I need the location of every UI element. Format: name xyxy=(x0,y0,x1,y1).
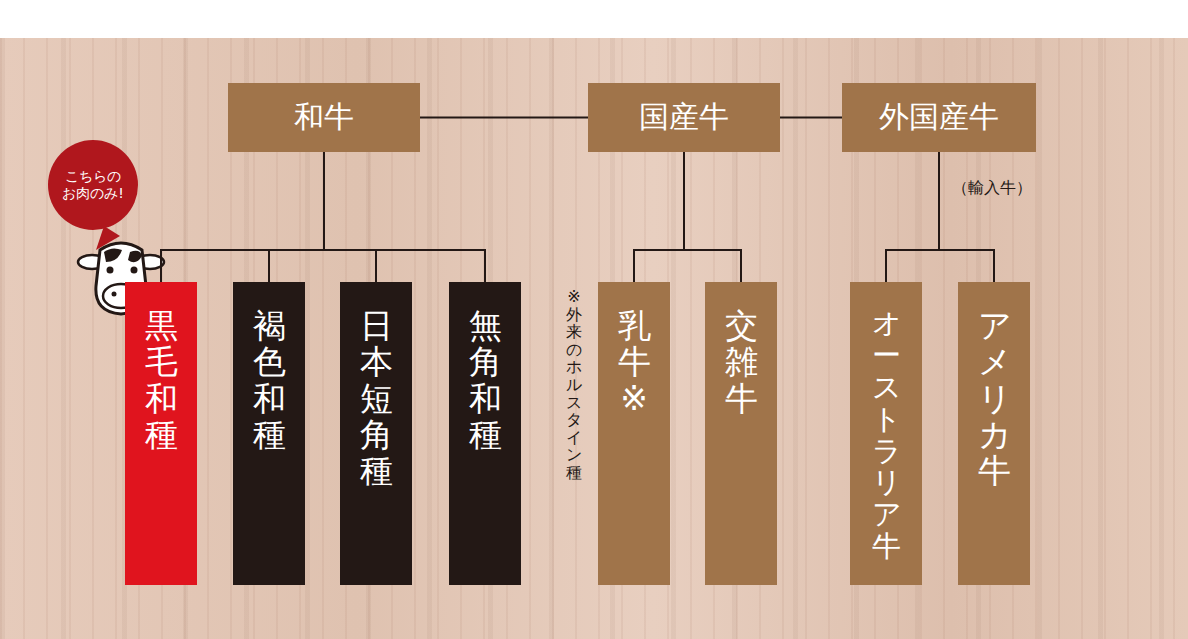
tree-connector xyxy=(886,152,939,282)
category-name: 国産牛 xyxy=(639,97,729,138)
tree-connector xyxy=(269,152,324,282)
breed-name: 日本短角種 xyxy=(360,308,393,489)
note-label-text: （輸入牛） xyxy=(952,178,1032,199)
tree-connector xyxy=(161,152,324,282)
breed-column: 無角和種 xyxy=(449,282,521,585)
tree-connector xyxy=(324,152,485,282)
tree-connector xyxy=(634,152,684,282)
category-box: 国産牛 xyxy=(588,83,780,152)
breed-name: 乳牛※ xyxy=(618,308,651,417)
breed-column: 褐色和種 xyxy=(233,282,305,585)
breed-column: アメリカ牛 xyxy=(958,282,1030,585)
breed-name: アメリカ牛 xyxy=(978,308,1011,489)
breed-column: オーストラリア牛 xyxy=(850,282,922,585)
category-name: 外国産牛 xyxy=(879,97,999,138)
note-label: ※外来のホルスタイン種 xyxy=(566,288,582,482)
category-box: 外国産牛 xyxy=(842,83,1036,152)
breed-name: 交雑牛 xyxy=(725,308,758,417)
note-label: （輸入牛） xyxy=(952,178,1032,199)
category-box: 和牛 xyxy=(228,83,420,152)
breed-column: 乳牛※ xyxy=(598,282,670,585)
breed-column: 日本短角種 xyxy=(340,282,412,585)
breed-column: 交雑牛 xyxy=(705,282,777,585)
category-name: 和牛 xyxy=(294,97,354,138)
breed-name: 黒毛和種 xyxy=(145,308,178,453)
breed-column: 黒毛和種 xyxy=(125,282,197,585)
tree-connector xyxy=(324,152,376,282)
callout-bubble: こちらのお肉のみ! xyxy=(48,140,138,230)
tree-connector xyxy=(780,117,842,119)
tree-connector xyxy=(420,117,588,119)
callout-bubble-text: こちらのお肉のみ! xyxy=(60,168,126,203)
note-label-text: ※外来のホルスタイン種 xyxy=(566,288,582,482)
breed-name: オーストラリア牛 xyxy=(872,308,901,563)
tree-connector xyxy=(939,152,994,282)
tree-connector xyxy=(684,152,741,282)
breed-name: 無角和種 xyxy=(469,308,502,453)
breed-name: 褐色和種 xyxy=(253,308,286,453)
